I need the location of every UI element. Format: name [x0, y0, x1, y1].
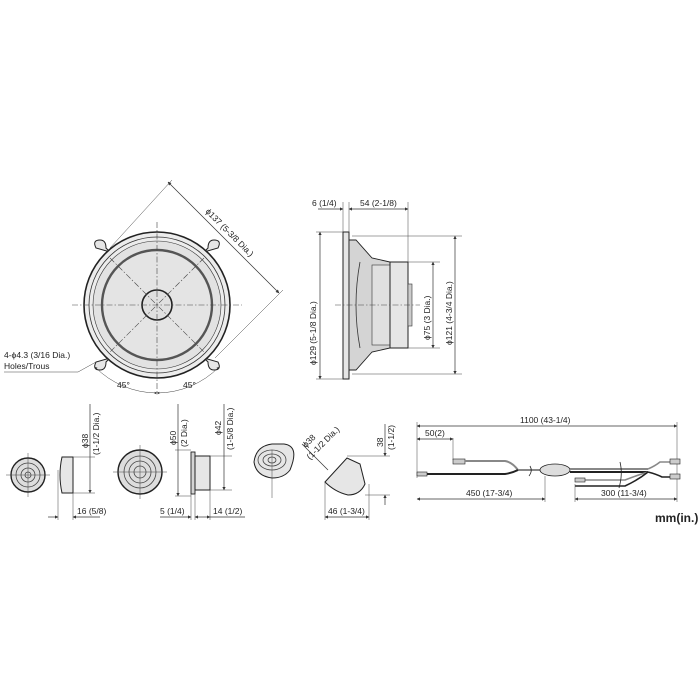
tweeter-b-flange [190, 451, 196, 495]
tweeter-b-body [194, 455, 211, 491]
crossover-network [539, 463, 571, 477]
tweeter-b-flange-dia-in-label: (2 Dia.) [179, 419, 189, 447]
flange-depth-label: 6 (1/4) [312, 198, 337, 208]
connector-icon [452, 458, 466, 465]
tweeter-angled-height-label: 38 [375, 437, 385, 447]
tweeter-b-body-depth-label: 14 (1/2) [213, 506, 242, 516]
tweeter-b-flange-dia-label: ϕ50 [168, 431, 178, 445]
tweeter-b-body-dia-label: ϕ42 [213, 421, 223, 435]
angle-right-label: 45° [183, 380, 196, 390]
cutout-dia-label: ϕ121 (4-3/4 Dia.) [444, 281, 454, 345]
tweeter-angled-front [253, 443, 295, 479]
tweeter-a-dia-in-label: (1-1/2 Dia.) [91, 412, 101, 455]
mount-depth-label: 54 (2-1/8) [360, 198, 397, 208]
tweeter-b-body-dia-in-label: (1-5/8 Dia.) [225, 407, 235, 450]
angle-left-label: 45° [117, 380, 130, 390]
cable-harness: 1100 (43-1/4) 50(2) 450 (17-3/4) 300 (11… [416, 415, 681, 502]
units-label: mm(in.) [655, 511, 698, 525]
woofer-outer-dia-label: ϕ137 (5-3/8 Dia.) [204, 206, 256, 258]
outer-diameter-dimension [167, 181, 280, 294]
holes-label-line2: Holes/Trous [4, 361, 50, 371]
tweeter-a: 16 (5/8) ϕ38 (1-1/2 Dia.) [6, 404, 106, 520]
tweeter-angled: ϕ38 (1-1/2 Dia.) 38 (1-1/2) 46 (1-3/4) [253, 424, 396, 520]
woofer-flange [342, 231, 350, 380]
cable-branch-offset-label: 50(2) [425, 428, 445, 438]
tweeter-angled-width-label: 46 (1-3/4) [328, 506, 365, 516]
connector-icon [669, 473, 681, 480]
tweeter-b-flange-depth-label: 5 (1/4) [160, 506, 185, 516]
woofer-side-outer-dia-label: ϕ129 (5-1/8 Dia.) [308, 301, 318, 365]
connector-icon [416, 471, 428, 477]
tweeter-a-dia-label: ϕ38 [80, 434, 90, 448]
woofer-side-view: 6 (1/4) 54 (2-1/8) ϕ129 (5-1/8 Dia.) ϕ75… [308, 198, 462, 380]
tweeter-b: ϕ50 (2 Dia.) ϕ42 (1-5/8 Dia.) 5 (1/4) 14… [113, 404, 245, 520]
cable-right-length-label: 300 (11-3/4) [601, 488, 647, 498]
magnet-dia-label: ϕ75 (3 Dia.) [422, 295, 432, 340]
tweeter-a-depth-label: 16 (5/8) [77, 506, 106, 516]
connector-icon [574, 477, 586, 483]
tweeter-angled-height-in-label: (1-1/2) [386, 425, 396, 450]
connector-icon [669, 458, 681, 465]
tweeter-a-side [59, 456, 74, 494]
holes-label-line1: 4-ϕ4.3 (3/16 Dia.) [4, 350, 70, 360]
tweeter-angled-side [324, 457, 366, 496]
cable-left-length-label: 450 (17-3/4) [466, 488, 512, 498]
woofer-front-view: ϕ137 (5-3/8 Dia.) 4-ϕ4.3 (3/16 Dia.) Hol… [4, 179, 284, 395]
cable-total-length-label: 1100 (43-1/4) [520, 415, 571, 425]
